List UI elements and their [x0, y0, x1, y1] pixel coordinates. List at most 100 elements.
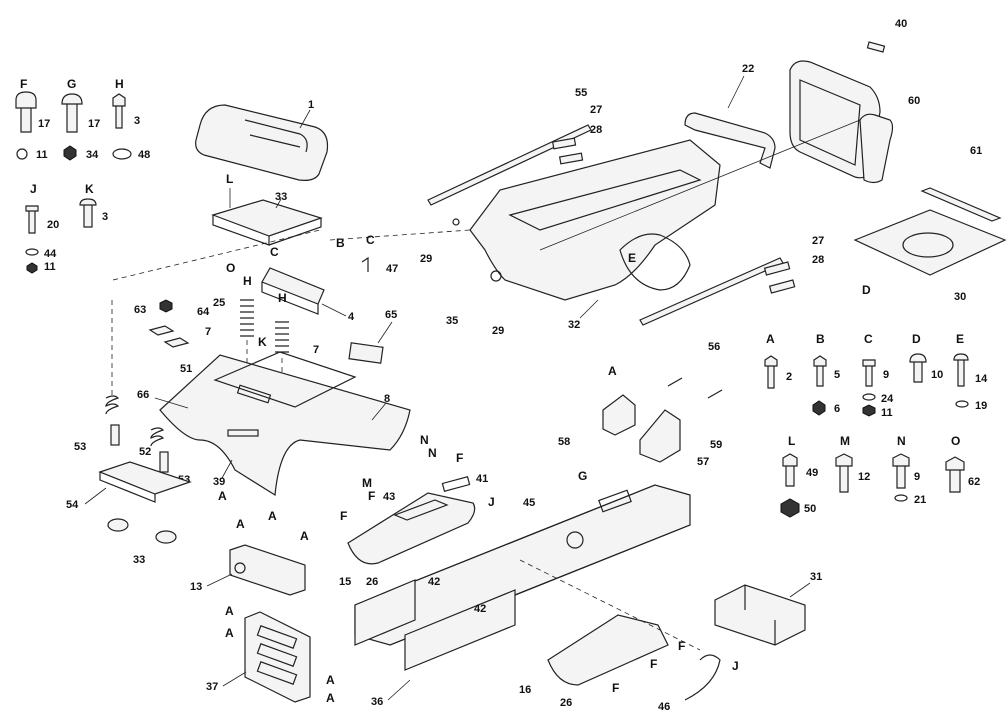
callout-33b: 33	[133, 554, 145, 566]
hw-washer-N: 21	[914, 494, 926, 506]
bolt-icon	[61, 93, 83, 133]
callout-56: 56	[708, 341, 720, 353]
callout-33a: 33	[275, 191, 287, 203]
ref-letter-N2: N	[428, 446, 437, 460]
mount-plate-part: 61 D 30	[853, 145, 1007, 303]
hardware-legend-left: F 17 11 G 17 34 H 3 48 J 20 44 11 K 3	[15, 77, 150, 274]
callout-28b: 28	[812, 254, 824, 266]
hw-qty-D: 10	[931, 369, 943, 381]
hw-qty-L: 49	[806, 467, 818, 479]
callout-15: 15	[339, 576, 351, 588]
callout-65: 65	[385, 309, 397, 321]
callout-29b: 29	[492, 325, 504, 337]
ref-letter-J2: J	[732, 659, 739, 673]
hw-w1-C: 24	[881, 393, 894, 405]
ref-letter-A3: A	[268, 509, 277, 523]
callout-36: 36	[371, 696, 383, 708]
nut-icon	[159, 299, 173, 313]
hw-w2-C: 11	[881, 407, 893, 419]
hw-letter-A: A	[766, 332, 775, 346]
callout-52: 52	[139, 446, 151, 458]
nut-icon	[780, 498, 800, 518]
hw-washer-E: 19	[975, 400, 987, 412]
callout-58: 58	[558, 436, 570, 448]
hw-qty-H: 3	[134, 115, 140, 127]
front-parts: 22 60 40	[684, 18, 920, 184]
ref-letter-A6: A	[225, 626, 234, 640]
hw-washer-G: 34	[86, 149, 99, 161]
callout-57: 57	[697, 456, 709, 468]
washer-icon	[955, 400, 969, 408]
callout-22: 22	[742, 63, 754, 75]
ref-letter-H2: H	[278, 291, 287, 305]
ref-letter-O: O	[226, 261, 235, 275]
ref-letter-A8: A	[326, 691, 335, 705]
ref-letter-K: K	[258, 335, 267, 349]
bolt-icon	[361, 256, 369, 272]
hw-qty-K: 3	[102, 211, 108, 223]
callout-1: 1	[308, 99, 314, 111]
callout-61: 61	[970, 145, 982, 157]
washer-icon	[894, 494, 908, 502]
ref-letter-C1: C	[270, 245, 279, 259]
callout-53a: 53	[74, 441, 86, 453]
ref-letter-L: L	[226, 172, 233, 186]
washer-icon	[16, 148, 28, 160]
callout-13: 13	[190, 581, 202, 593]
callout-25: 25	[213, 297, 225, 309]
trim-strips: 55 27 28 56 27 28	[427, 87, 824, 353]
bracket-4-part: 4	[261, 267, 355, 323]
callout-32: 32	[568, 319, 580, 331]
rear-bracket-part: 53 52 53 54 33	[66, 300, 192, 566]
ref-letter-F3: F	[456, 451, 463, 465]
pin-46-part	[684, 654, 721, 701]
ref-letter-J1: J	[488, 495, 495, 509]
ref-letter-A4: A	[300, 529, 309, 543]
bolt-icon	[892, 453, 910, 489]
ref-letter-F4: F	[678, 639, 685, 653]
ref-letter-A7: A	[326, 673, 335, 687]
callout-55: 55	[575, 87, 587, 99]
ref-letter-F1: F	[340, 509, 347, 523]
footrest-left-part: 15 26 43 F F F 41	[339, 451, 488, 588]
bolt-icon	[813, 355, 827, 387]
callout-47: 47	[386, 263, 398, 275]
callout-59: 59	[710, 439, 722, 451]
bolt-icon	[953, 353, 969, 387]
hw-letter-O: O	[951, 434, 960, 448]
seat-bracket-part: 33 L O B C	[211, 172, 345, 275]
brackets-57-58-59: A 58 57 59	[558, 364, 723, 468]
ref-letter-A1: A	[218, 489, 227, 503]
ref-letter-H1: H	[243, 274, 252, 288]
hw-letter-D: D	[912, 332, 921, 346]
hw-w2-J: 11	[44, 261, 56, 273]
bolt-icon	[945, 456, 965, 493]
callout-7b: 7	[313, 344, 319, 356]
hw-qty-B: 5	[834, 369, 840, 381]
bolt-icon	[79, 198, 97, 228]
nut-icon	[812, 400, 826, 416]
hw-qty-E: 14	[975, 373, 988, 385]
ref-letter-D: D	[862, 283, 871, 297]
callout-37: 37	[206, 681, 218, 693]
hw-letter-H: H	[115, 77, 124, 91]
frame-part: 42 42 36 G J 45	[354, 469, 691, 708]
decal-65-part	[348, 342, 384, 364]
bolt-icon	[909, 353, 927, 383]
grille-part: 37 A A A A	[206, 604, 335, 705]
callout-28a: 28	[590, 124, 602, 136]
hw-letter-J: J	[30, 182, 37, 196]
hw-letter-B: B	[816, 332, 825, 346]
hw-washer-L: 50	[804, 503, 816, 515]
bracket-31-part: 31	[714, 571, 822, 646]
callout-8: 8	[384, 393, 390, 405]
bolt-icon	[15, 91, 37, 133]
washer-icon	[112, 148, 132, 160]
washer-icon	[862, 393, 876, 401]
washer-icon	[25, 248, 39, 256]
hw-letter-C: C	[864, 332, 873, 346]
nut-icon	[862, 404, 876, 417]
hw-washer-H: 48	[138, 149, 150, 161]
